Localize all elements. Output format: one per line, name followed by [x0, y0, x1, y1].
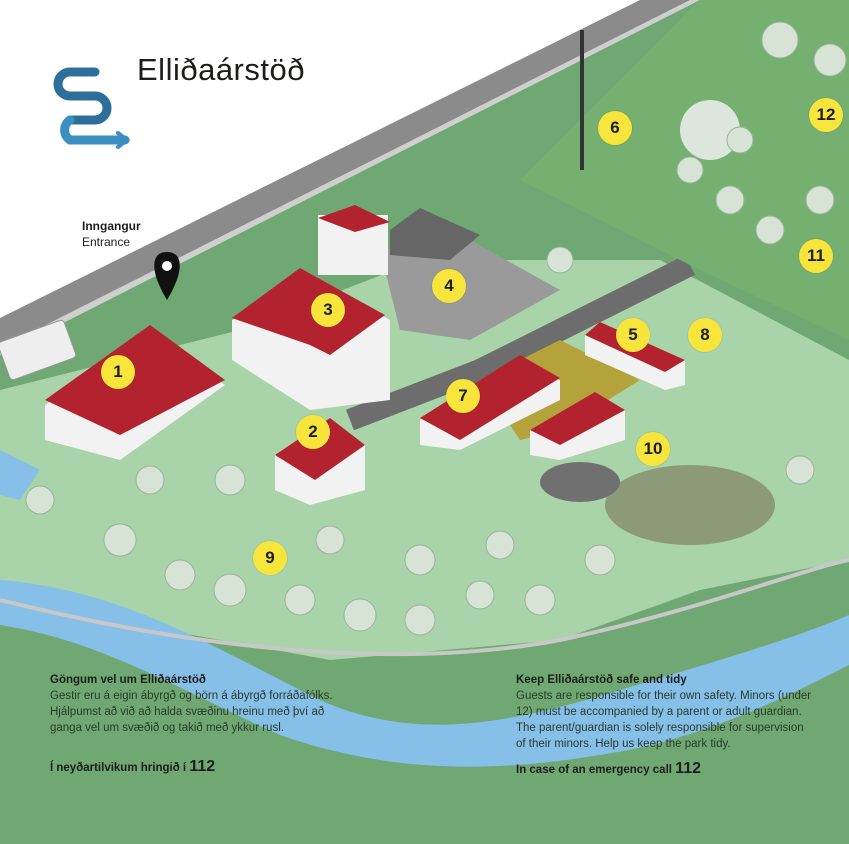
- info-is-body: Gestir eru á eigin ábyrgð og börn á ábyr…: [50, 690, 333, 734]
- building-7: [420, 355, 625, 460]
- left-stream: [0, 450, 40, 500]
- map-marker-12[interactable]: 12: [809, 98, 843, 132]
- logo-icon: [53, 67, 131, 149]
- plaza: [380, 240, 560, 340]
- map-marker-7[interactable]: 7: [446, 379, 480, 413]
- trees: [25, 21, 847, 636]
- building-2: [275, 418, 365, 505]
- map-marker-10[interactable]: 10: [636, 432, 670, 466]
- map-marker-9[interactable]: 9: [253, 541, 287, 575]
- map-marker-6[interactable]: 6: [598, 111, 632, 145]
- map-marker-2[interactable]: 2: [296, 415, 330, 449]
- inner-road: [346, 255, 695, 431]
- info-en-body: Guests are responsible for their own saf…: [516, 690, 812, 750]
- emergency-is: Í neyðartilvikum hringið í 112: [50, 758, 215, 776]
- map-marker-1[interactable]: 1: [101, 355, 135, 389]
- building-4: [390, 208, 480, 260]
- emergency-en: In case of an emergency call 112: [516, 760, 701, 778]
- play-area: [540, 462, 620, 502]
- info-en-heading: Keep Elliðaárstöð safe and tidy: [516, 674, 687, 686]
- map-marker-3[interactable]: 3: [311, 293, 345, 327]
- page-title: Elliðaárstöð: [137, 52, 305, 87]
- walking-path: [0, 558, 849, 657]
- emergency-en-number: 112: [675, 760, 701, 777]
- emergency-en-text: In case of an emergency call: [516, 764, 672, 776]
- entrance-label-is: Inngangur: [82, 219, 141, 233]
- map-marker-8[interactable]: 8: [688, 318, 722, 352]
- entrance-label: Inngangur Entrance: [82, 218, 141, 250]
- map-marker-11[interactable]: 11: [799, 239, 833, 273]
- entrance-label-en: Entrance: [82, 235, 131, 249]
- entrance-pin-icon[interactable]: [154, 229, 180, 300]
- map-marker-5[interactable]: 5: [616, 318, 650, 352]
- dome: [680, 100, 740, 160]
- building-1: [45, 325, 225, 460]
- info-icelandic: Göngum vel um Elliðaárstöð Gestir eru á …: [50, 672, 340, 736]
- river: [0, 580, 849, 767]
- emergency-is-number: 112: [189, 758, 216, 775]
- info-english: Keep Elliðaárstöð safe and tidy Guests a…: [516, 672, 816, 752]
- info-is-heading: Göngum vel um Elliðaárstöð: [50, 674, 206, 686]
- building-3: [232, 205, 390, 410]
- playground: [605, 465, 775, 545]
- bus: [0, 319, 77, 381]
- map-marker-4[interactable]: 4: [432, 269, 466, 303]
- emergency-is-text: Í neyðartilvikum hringið í: [50, 762, 187, 774]
